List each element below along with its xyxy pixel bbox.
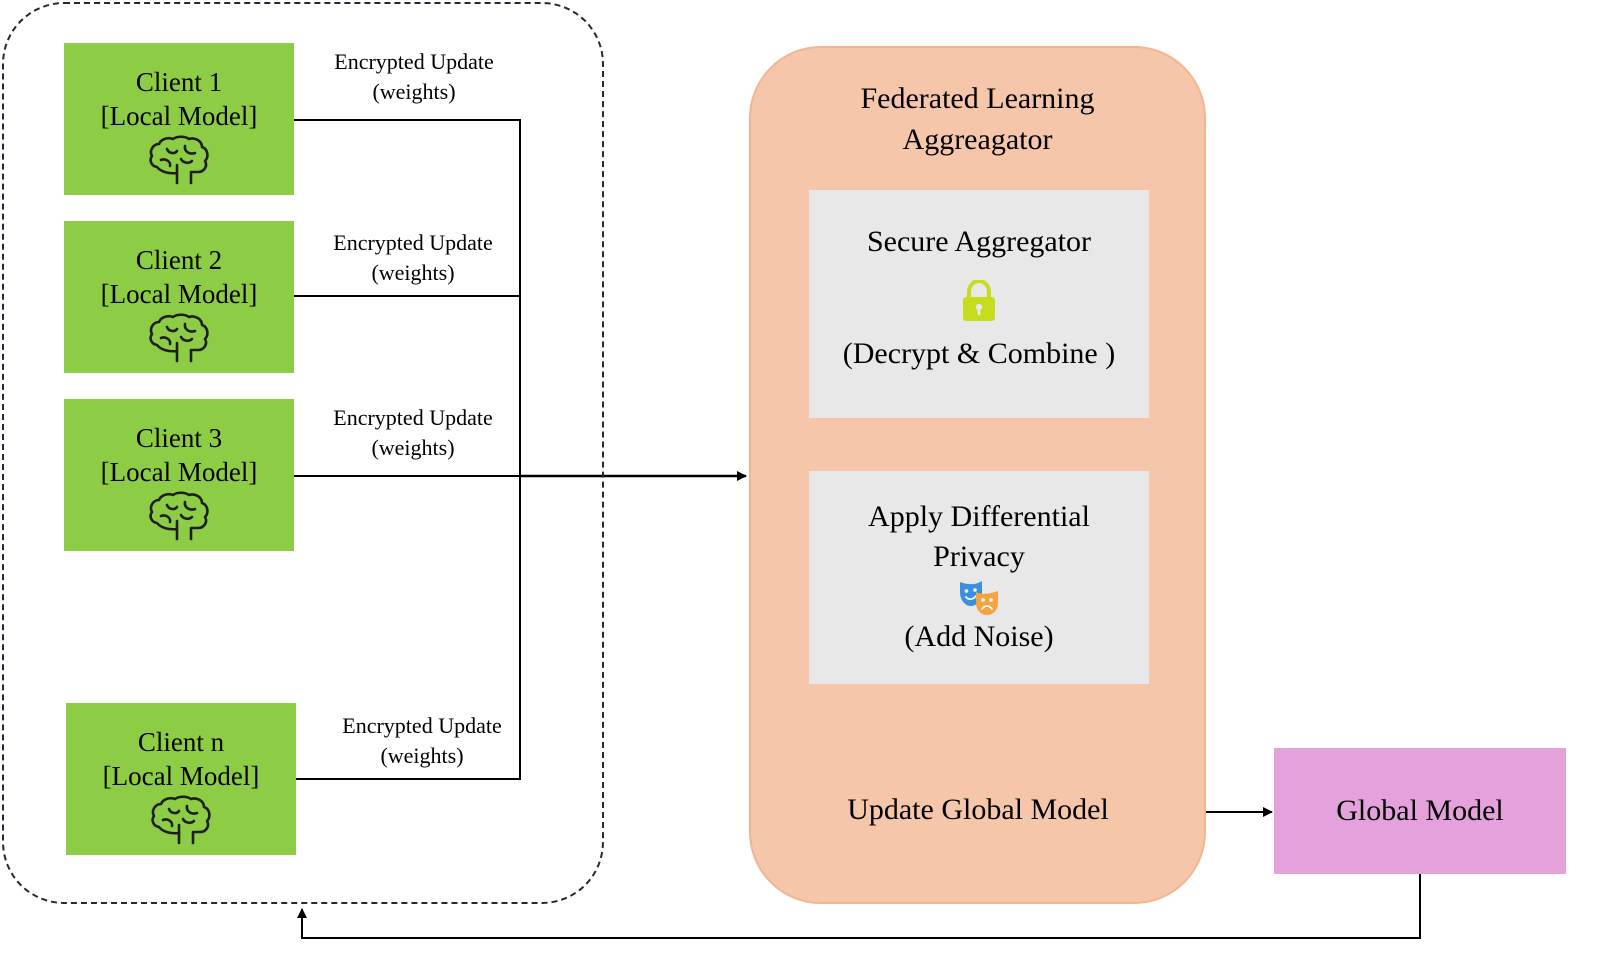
- edge-label-line: (weights): [371, 260, 455, 285]
- brain-icon: [151, 795, 211, 845]
- edge-label-line: Encrypted Update: [334, 49, 494, 74]
- aggregator-title-line: Federated Learning: [860, 82, 1095, 115]
- edge-label-client-n: Encrypted Update (weights): [312, 711, 532, 771]
- client-model-label: [Local Model]: [102, 761, 260, 791]
- edge-label-line: Encrypted Update: [333, 230, 493, 255]
- edge-label-client-1: Encrypted Update (weights): [304, 47, 524, 107]
- aggregator-title-line: Aggreagator: [902, 123, 1053, 156]
- edge-label-line: (weights): [372, 79, 456, 104]
- client-model-label: [Local Model]: [100, 279, 258, 309]
- differential-privacy-title: Privacy: [933, 540, 1025, 573]
- client-3-box: Client 3 [Local Model]: [64, 399, 294, 551]
- edge-label-client-2: Encrypted Update (weights): [303, 228, 523, 288]
- global-model-box: Global Model: [1274, 748, 1566, 874]
- client-name: Client n: [137, 727, 225, 757]
- client-model-label: [Local Model]: [100, 101, 258, 131]
- client-group: [2, 2, 604, 904]
- edge-label-line: Encrypted Update: [333, 405, 493, 430]
- client-2-box: Client 2 [Local Model]: [64, 221, 294, 373]
- edge-label-client-3: Encrypted Update (weights): [303, 403, 523, 463]
- feedback-loop-arrow: [297, 874, 1421, 939]
- edge-label-line: (weights): [371, 435, 455, 460]
- edge-label-line: (weights): [380, 743, 464, 768]
- client-name: Client 1: [135, 67, 223, 97]
- client-model-label: [Local Model]: [100, 457, 258, 487]
- update-global-model-label: Update Global Model: [847, 793, 1109, 826]
- lock-icon: [963, 280, 995, 321]
- client-n-box: Client n [Local Model]: [66, 703, 296, 855]
- brain-icon: [149, 491, 209, 541]
- secure-aggregator-title: Secure Aggregator: [866, 225, 1092, 258]
- differential-privacy-title: Apply Differential: [868, 500, 1090, 533]
- differential-privacy-box: Apply Differential Privacy (Add Noise): [809, 471, 1149, 684]
- client-name: Client 3: [135, 423, 223, 453]
- theater-masks-icon: [960, 581, 998, 615]
- brain-icon: [149, 135, 209, 185]
- brain-icon: [149, 313, 209, 363]
- differential-privacy-detail: (Add Noise): [904, 620, 1054, 653]
- secure-aggregator-detail: (Decrypt & Combine ): [842, 337, 1116, 370]
- edge-label-line: Encrypted Update: [342, 713, 502, 738]
- client-name: Client 2: [135, 245, 223, 275]
- secure-aggregator-box: Secure Aggregator (Decrypt & Combine ): [809, 190, 1149, 418]
- client-1-box: Client 1 [Local Model]: [64, 43, 294, 195]
- aggregator-title: Federated Learning Aggreagator: [749, 78, 1206, 160]
